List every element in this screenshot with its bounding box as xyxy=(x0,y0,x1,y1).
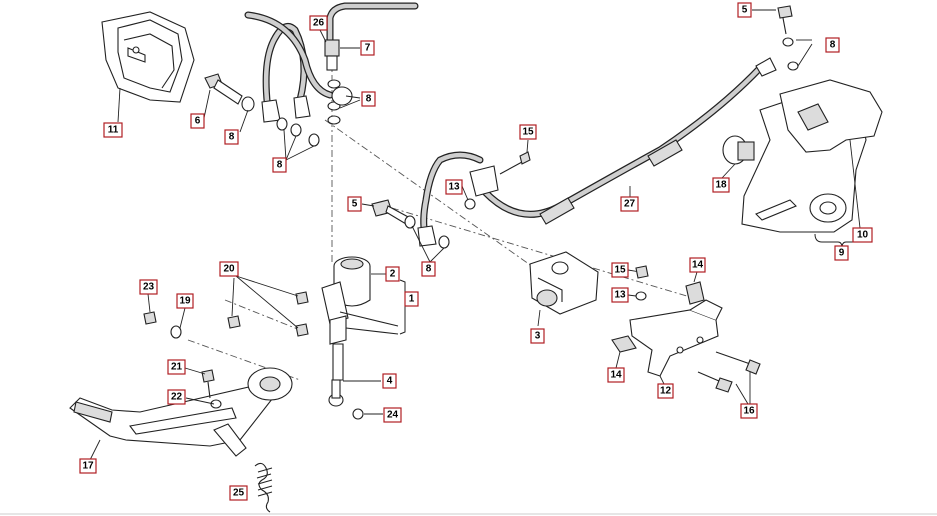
callout-24: 24 xyxy=(383,407,402,423)
callout-15-left: 15 xyxy=(519,124,537,140)
svg-text:13: 13 xyxy=(614,290,626,301)
svg-text:22: 22 xyxy=(171,392,183,403)
svg-text:8: 8 xyxy=(426,264,432,275)
callout-12: 12 xyxy=(657,383,674,399)
svg-text:17: 17 xyxy=(82,461,94,472)
callout-15-right: 15 xyxy=(611,262,629,278)
callout-8-a: 8 xyxy=(361,91,376,107)
callout-14-bottom: 14 xyxy=(607,367,625,383)
callout-19: 19 xyxy=(176,293,194,309)
callout-3: 3 xyxy=(530,328,545,344)
callout-6: 6 xyxy=(190,113,205,129)
heat-shield-part xyxy=(101,11,195,123)
callout-16: 16 xyxy=(740,403,758,419)
svg-text:15: 15 xyxy=(614,265,626,276)
pedal-fasteners xyxy=(143,275,383,420)
svg-text:16: 16 xyxy=(743,406,755,417)
callout-21: 21 xyxy=(167,359,186,375)
callout-18: 18 xyxy=(712,177,730,193)
callout-27: 27 xyxy=(620,196,639,212)
svg-text:14: 14 xyxy=(692,260,704,271)
svg-text:20: 20 xyxy=(223,264,235,275)
svg-text:12: 12 xyxy=(660,386,672,397)
callout-5-right: 5 xyxy=(737,2,752,18)
svg-text:18: 18 xyxy=(715,180,727,191)
svg-text:7: 7 xyxy=(365,43,371,54)
callout-8-b: 8 xyxy=(224,129,239,145)
svg-text:11: 11 xyxy=(108,125,119,136)
callout-2: 2 xyxy=(385,266,400,282)
banjo-bolt-part xyxy=(203,73,254,119)
label-1-bracket xyxy=(371,273,412,335)
brake-caliper-rear xyxy=(529,251,599,327)
svg-text:21: 21 xyxy=(171,362,183,373)
svg-text:5: 5 xyxy=(352,199,358,210)
svg-text:8: 8 xyxy=(229,132,235,143)
svg-text:5: 5 xyxy=(742,5,748,16)
callout-9: 9 xyxy=(834,245,849,261)
master-cylinder-part xyxy=(321,256,399,407)
callout-10: 10 xyxy=(852,227,873,243)
brake-hose-upper xyxy=(244,2,419,123)
svg-text:9: 9 xyxy=(839,248,845,259)
callout-13-right: 13 xyxy=(611,287,629,303)
svg-text:25: 25 xyxy=(233,488,245,499)
callout-11: 11 xyxy=(103,122,123,138)
callout-13-left: 13 xyxy=(445,179,463,195)
svg-text:8: 8 xyxy=(277,160,283,171)
callout-20: 20 xyxy=(219,261,239,277)
callout-8-e: 8 xyxy=(825,37,840,53)
brake-pedal-part xyxy=(69,367,293,461)
callout-17: 17 xyxy=(79,458,97,474)
callout-25: 25 xyxy=(229,485,248,501)
svg-text:14: 14 xyxy=(610,370,622,381)
sealing-washers xyxy=(241,79,353,147)
svg-text:19: 19 xyxy=(179,296,191,307)
svg-text:23: 23 xyxy=(143,282,155,293)
svg-text:27: 27 xyxy=(624,199,636,210)
callout-5-mid: 5 xyxy=(347,196,362,212)
long-brake-hose xyxy=(469,57,777,225)
svg-text:26: 26 xyxy=(313,18,325,29)
bolt-and-washer xyxy=(464,139,531,210)
callout-8-d: 8 xyxy=(421,261,436,277)
callout-8-c: 8 xyxy=(272,157,287,173)
front-caliper-assembly xyxy=(721,5,883,249)
svg-text:6: 6 xyxy=(195,116,201,127)
svg-text:8: 8 xyxy=(366,94,372,105)
svg-text:13: 13 xyxy=(448,182,460,193)
mounting-bracket xyxy=(611,281,723,385)
svg-text:2: 2 xyxy=(390,269,396,280)
svg-text:10: 10 xyxy=(857,230,869,241)
callout-26: 26 xyxy=(309,15,328,31)
return-spring xyxy=(254,462,273,513)
callout-23: 23 xyxy=(139,279,158,295)
callout-1: 1 xyxy=(404,291,419,307)
hex-bolts xyxy=(697,351,761,405)
svg-text:15: 15 xyxy=(522,127,534,138)
banjo-fitting-mid xyxy=(371,151,484,249)
svg-text:24: 24 xyxy=(387,410,399,421)
svg-text:1: 1 xyxy=(409,294,415,305)
svg-text:4: 4 xyxy=(387,376,393,387)
callout-22: 22 xyxy=(167,389,186,405)
svg-text:3: 3 xyxy=(535,331,541,342)
callout-14-top: 14 xyxy=(689,257,706,273)
callout-4: 4 xyxy=(382,373,397,389)
svg-text:8: 8 xyxy=(830,40,836,51)
leader-lines xyxy=(239,9,776,369)
callout-7: 7 xyxy=(360,40,375,56)
